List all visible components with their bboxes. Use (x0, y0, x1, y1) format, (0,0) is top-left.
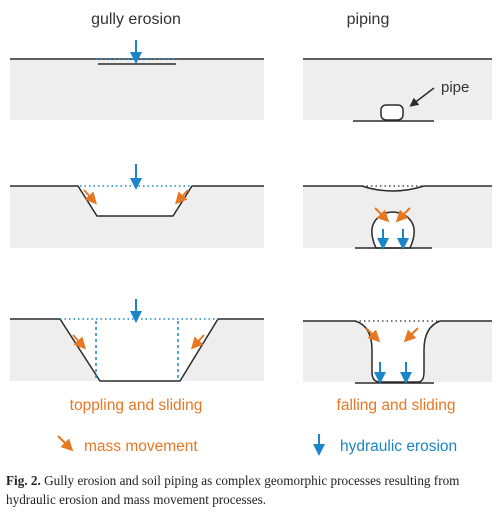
piping-stage-3 (303, 320, 492, 384)
legend-mass-movement-arrow (57, 435, 74, 452)
legend-mass-movement-label: mass movement (84, 438, 198, 455)
mass-movement-arrow (403, 327, 419, 343)
pipe-pointer-arrow (409, 87, 435, 107)
mass-movement-arrow (174, 189, 189, 205)
figure-caption: Fig. 2. Gully erosion and soil piping as… (6, 471, 494, 509)
pipe-cavity (371, 211, 415, 249)
soil-block (10, 186, 264, 248)
pipe-label: pipe (441, 79, 469, 96)
right-column-title: piping (347, 11, 390, 28)
legend-hydraulic-erosion-label: hydraulic erosion (340, 438, 457, 455)
piping-stage-2 (303, 185, 492, 250)
ground-surface (10, 318, 264, 382)
mass-movement-arrow (190, 334, 205, 350)
mass-movement-arrow (374, 207, 390, 223)
mass-movement-arrow (395, 207, 411, 223)
diagram-canvas: gully erosion piping pipe (10, 11, 492, 456)
mass-movement-arrow (83, 189, 98, 205)
mass-movement-arrow (365, 327, 381, 343)
caption-prefix: Fig. 2. (6, 473, 41, 488)
left-process-label: toppling and sliding (70, 397, 203, 414)
right-process-label: falling and sliding (337, 397, 456, 414)
ground-surface (10, 185, 264, 217)
mass-movement-arrow (72, 334, 87, 350)
soil-block (303, 321, 492, 382)
piping-stage-1: pipe (303, 58, 492, 122)
caption-text: Gully erosion and soil piping as complex… (6, 473, 460, 507)
gully-stage-2 (10, 164, 264, 248)
legend: mass movement hydraulic erosion (57, 434, 457, 456)
pipe-cavity (380, 104, 404, 121)
soil-block (10, 59, 264, 120)
gully-stage-1 (10, 40, 264, 120)
left-column-title: gully erosion (91, 11, 181, 28)
gully-stage-3 (10, 299, 264, 382)
soil-block (10, 319, 264, 381)
